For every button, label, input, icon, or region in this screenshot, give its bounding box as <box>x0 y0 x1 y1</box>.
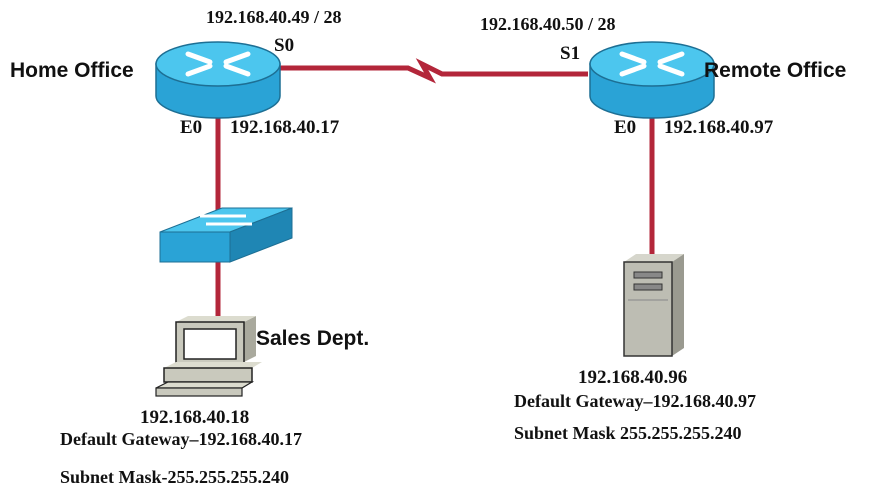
server-mask: Subnet Mask 255.255.255.240 <box>514 423 742 443</box>
switch-icon <box>159 207 293 263</box>
remote-serial-port: S1 <box>560 43 581 64</box>
remote-office-label: Remote Office <box>704 59 847 82</box>
router-icon <box>155 41 281 119</box>
sales-dept-label: Sales Dept. <box>256 327 370 350</box>
server-ip: 192.168.40.96 <box>578 367 688 388</box>
remote-serial-ip: 192.168.40.50 / 28 <box>480 14 616 34</box>
home-serial-port: S0 <box>274 35 295 56</box>
links <box>215 58 655 316</box>
server-tower-icon <box>623 254 684 357</box>
sales-pc-gateway: Default Gateway–192.168.40.17 <box>60 429 302 449</box>
remote-eth-port: E0 <box>614 117 637 138</box>
home-serial-ip: 192.168.40.49 / 28 <box>206 7 342 27</box>
home-eth-ip: 192.168.40.17 <box>230 117 340 138</box>
router-icon <box>589 41 715 119</box>
sales-pc-ip: 192.168.40.18 <box>140 407 250 428</box>
remote-eth-ip: 192.168.40.97 <box>664 117 774 138</box>
home-eth-port: E0 <box>180 117 203 138</box>
server-gateway: Default Gateway–192.168.40.97 <box>514 391 756 411</box>
home-office-label: Home Office <box>10 59 134 82</box>
desktop-computer-icon <box>155 316 262 397</box>
serial-link <box>262 58 588 84</box>
sales-pc-mask: Subnet Mask-255.255.255.240 <box>60 467 290 487</box>
